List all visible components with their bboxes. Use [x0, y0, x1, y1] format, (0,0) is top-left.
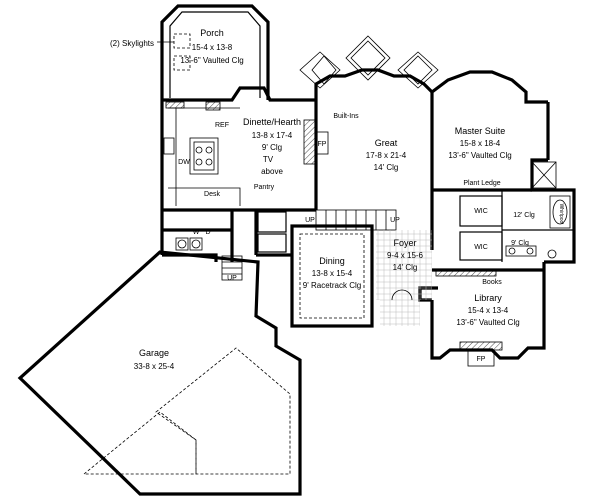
- svg-text:Great: Great: [375, 138, 398, 148]
- svg-text:Garage: Garage: [139, 348, 169, 358]
- svg-text:Library: Library: [474, 293, 502, 303]
- svg-text:13'-6" Vaulted Clg: 13'-6" Vaulted Clg: [456, 318, 519, 327]
- foyer-tile: [376, 230, 432, 300]
- svg-text:Foyer: Foyer: [393, 238, 416, 248]
- entry-doors: [391, 289, 413, 301]
- svg-text:15-8 x 18-4: 15-8 x 18-4: [460, 139, 501, 148]
- wic-label-1: WIC: [474, 208, 488, 215]
- svg-text:13'-6" Vaulted Clg: 13'-6" Vaulted Clg: [448, 151, 511, 160]
- washer-label: W: [193, 229, 200, 236]
- svg-text:9-4 x 15-6: 9-4 x 15-6: [387, 251, 424, 260]
- up-label-1: UP: [305, 217, 315, 224]
- svg-text:Dining: Dining: [319, 256, 345, 266]
- svg-text:15-4 x 13-8: 15-4 x 13-8: [192, 43, 233, 52]
- master-bath: [505, 161, 571, 259]
- porch-walls: [160, 4, 270, 100]
- books-label: Books: [482, 279, 502, 286]
- skylights: [157, 33, 191, 71]
- great-fireplace: [303, 119, 329, 165]
- dw-label: DW: [178, 159, 190, 166]
- garage-walls: [17, 250, 302, 496]
- plant-ledge-label: Plant Ledge: [463, 180, 500, 187]
- porch-label: Porch 15-4 x 13-8 13'-6" Vaulted Clg: [180, 28, 243, 65]
- fp-library-label: FP: [477, 356, 486, 363]
- library-label: Library 15-4 x 13-4 13'-6" Vaulted Clg: [456, 293, 519, 327]
- svg-text:14' Clg: 14' Clg: [393, 263, 418, 272]
- laundry: [175, 237, 203, 251]
- svg-text:Porch: Porch: [200, 28, 224, 38]
- foyer-label: Foyer 9-4 x 15-6 14' Clg: [387, 238, 424, 272]
- house-walls: [160, 68, 576, 360]
- svg-text:33-8 x 25-4: 33-8 x 25-4: [134, 362, 175, 371]
- whirlpool-label: Whirlpool: [558, 204, 564, 225]
- svg-text:17-8 x 21-4: 17-8 x 21-4: [366, 151, 407, 160]
- svg-text:above: above: [261, 167, 283, 176]
- dryer-label: D: [205, 229, 210, 236]
- dining-label: Dining 13-8 x 15-4 9' Racetrack Clg: [303, 256, 361, 290]
- svg-text:13'-6" Vaulted Clg: 13'-6" Vaulted Clg: [180, 56, 243, 65]
- kitchen: [163, 101, 241, 206]
- master-label: Master Suite 15-8 x 18-4 13'-6" Vaulted …: [448, 126, 511, 160]
- dining-ceiling: [299, 233, 365, 319]
- up-label-2: UP: [390, 217, 400, 224]
- svg-text:9' Clg: 9' Clg: [262, 143, 282, 152]
- interior-walls: [162, 100, 574, 328]
- ref-label: REF: [215, 122, 229, 129]
- svg-text:Master Suite: Master Suite: [455, 126, 506, 136]
- clg9-label: 9' Clg: [511, 240, 529, 247]
- fp-great-label: FP: [318, 141, 327, 148]
- builtins-label: Built-Ins: [333, 113, 359, 120]
- great-label: Great 17-8 x 21-4 14' Clg: [366, 138, 407, 172]
- skylights-label: (2) Skylights: [110, 39, 154, 48]
- svg-text:13-8 x 15-4: 13-8 x 15-4: [312, 269, 353, 278]
- library-shelf: [435, 269, 497, 277]
- desk-label: Desk: [204, 191, 220, 198]
- entry-tile: [380, 300, 420, 326]
- svg-text:9' Racetrack Clg: 9' Racetrack Clg: [303, 281, 361, 290]
- svg-text:13-8 x 17-4: 13-8 x 17-4: [252, 131, 293, 140]
- svg-text:15-4 x 13-4: 15-4 x 13-4: [468, 306, 509, 315]
- up-label-3: UP: [227, 275, 237, 282]
- library-fireplace: [459, 341, 503, 367]
- svg-text:TV: TV: [263, 155, 274, 164]
- dinette-label: Dinette/Hearth 13-8 x 17-4 9' Clg TV abo…: [243, 117, 301, 176]
- pantry-label: Pantry: [254, 184, 275, 191]
- stairs: [221, 209, 397, 281]
- great-room-bays: [299, 35, 439, 89]
- garage-label: Garage 33-8 x 25-4: [134, 348, 175, 371]
- wic-label-2: WIC: [474, 244, 488, 251]
- svg-text:14' Clg: 14' Clg: [374, 163, 399, 172]
- clg12-label: 12' Clg: [513, 212, 535, 219]
- svg-text:Dinette/Hearth: Dinette/Hearth: [243, 117, 301, 127]
